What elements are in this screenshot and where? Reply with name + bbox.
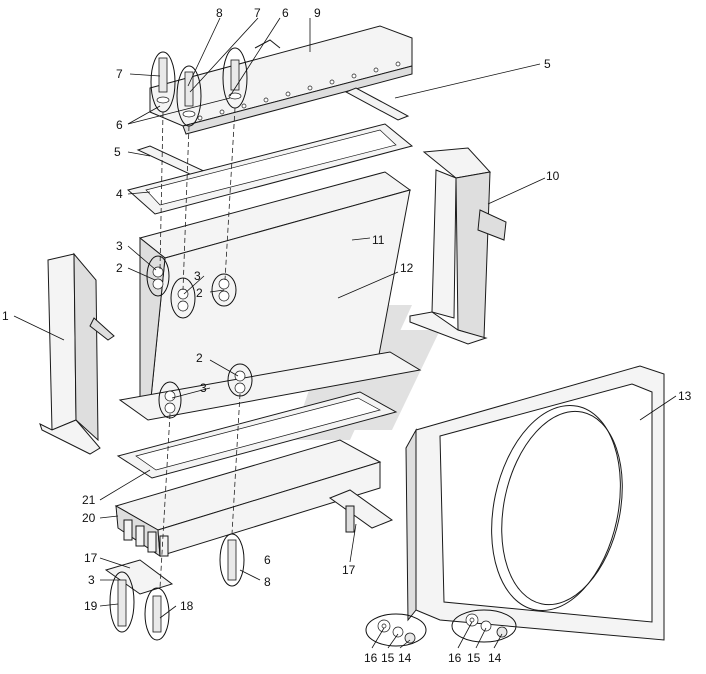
bottom-bracket-right-leg [345, 505, 355, 533]
callout-20: 20 [82, 511, 96, 525]
callout-3: 3 [200, 381, 207, 395]
callout-10: 10 [546, 169, 560, 183]
callout-6: 6 [282, 6, 289, 20]
callout-5: 5 [544, 57, 551, 71]
callout-3: 3 [88, 573, 95, 587]
callout-3: 3 [116, 239, 123, 253]
callout-6: 6 [116, 118, 123, 132]
callout-18: 18 [180, 599, 194, 613]
callout-4: 4 [116, 187, 123, 201]
callout-13: 13 [678, 389, 692, 403]
radiator-core [118, 171, 422, 421]
callout-9: 9 [314, 6, 321, 20]
callout-15: 15 [381, 651, 395, 665]
callout-16: 16 [364, 651, 378, 665]
callout-14: 14 [488, 651, 502, 665]
callout-3: 3 [194, 269, 201, 283]
upper-gasket [126, 123, 414, 215]
callout-7: 7 [116, 67, 123, 81]
callout-16: 16 [448, 651, 462, 665]
top-tank-holes [197, 61, 401, 121]
lower-gasket [116, 391, 398, 479]
bottom-tank [114, 439, 382, 557]
callout-2: 2 [196, 351, 203, 365]
callout-15: 15 [467, 651, 481, 665]
top-tank [149, 25, 413, 135]
shroud-hardware [365, 609, 517, 647]
right-bracket [409, 147, 507, 345]
callout-8: 8 [264, 575, 271, 589]
callout-17: 17 [84, 551, 98, 565]
callout-17: 17 [342, 563, 356, 577]
callout-2: 2 [116, 261, 123, 275]
gasket-strip-right [344, 87, 410, 121]
callout-2: 2 [196, 286, 203, 300]
callout-labels: 1 2 2 2 3 3 3 3 4 5 5 6 6 6 7 7 8 8 9 10… [2, 6, 692, 665]
callout-11: 11 [372, 233, 385, 247]
bottom-bracket-left [104, 559, 174, 595]
callout-19: 19 [84, 599, 98, 613]
bottom-bracket-right [328, 489, 394, 529]
callout-14: 14 [398, 651, 412, 665]
callout-1: 1 [2, 309, 9, 323]
callout-21: 21 [82, 493, 96, 507]
callout-8: 8 [216, 6, 223, 20]
leader-lines [13, 17, 677, 649]
left-bracket [39, 252, 115, 455]
gasket-strip-left [136, 145, 208, 177]
fan-shroud [405, 365, 665, 641]
callout-12: 12 [400, 261, 414, 275]
callout-7: 7 [254, 6, 261, 20]
callout-5: 5 [114, 145, 121, 159]
callout-6: 6 [264, 553, 271, 567]
